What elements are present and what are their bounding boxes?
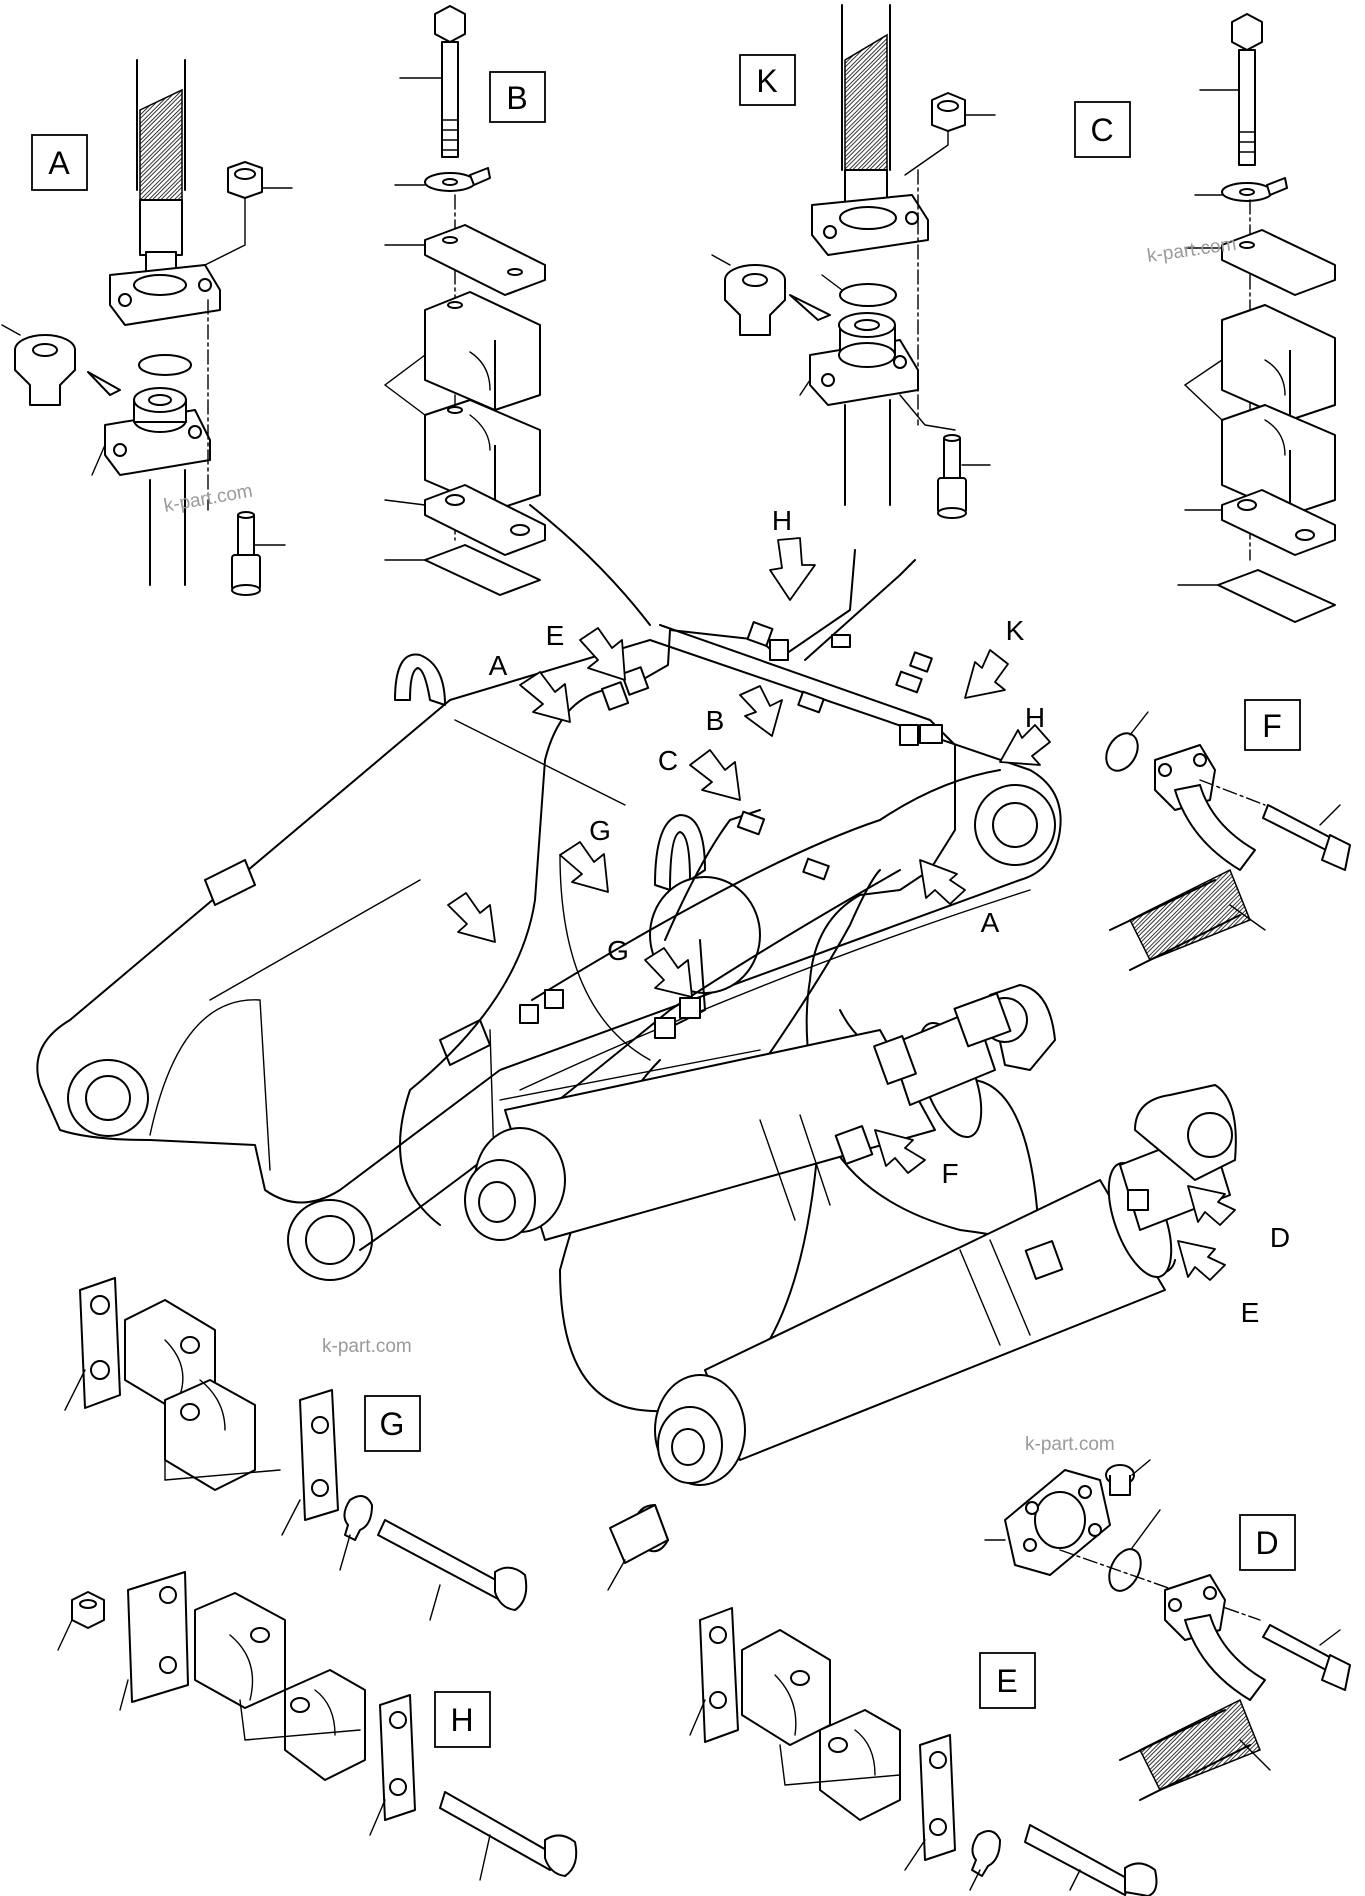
detail-label-a-box [31, 134, 88, 191]
detail-a-group: A [1, 59, 293, 596]
detail-c-bolt [1199, 13, 1263, 166]
detail-k-flange-upper [811, 194, 929, 256]
callout-e-right: E [1241, 1297, 1260, 1328]
boom-center-hole [649, 876, 761, 994]
boom-lug-left [394, 653, 446, 706]
detail-d-bolt [1262, 1624, 1351, 1691]
detail-f-oring [1105, 711, 1149, 772]
detail-c-lock-washer [1194, 177, 1288, 202]
detail-b-plate-bottom [384, 484, 546, 556]
detail-label-f-box [1244, 699, 1301, 751]
detail-a-nut [204, 161, 293, 266]
detail-b-clamp-upper [424, 291, 541, 411]
detail-d-flange [984, 1469, 1111, 1576]
detail-c-clamp-lower [1221, 404, 1336, 516]
detail-e-group: E [607, 1504, 1158, 1896]
cylinder-lower [654, 1084, 1237, 1486]
detail-b-group: B [384, 5, 546, 596]
detail-k-hose [841, 4, 891, 231]
boom-assembly [36, 639, 1062, 1281]
callout-arrows [447, 537, 1236, 1281]
detail-f-group: F [1105, 699, 1351, 971]
detail-a-bolt [231, 511, 286, 596]
detail-d-elbow [1119, 1574, 1271, 1801]
detail-a-hose [136, 59, 186, 283]
callout-a-top: A [489, 650, 508, 681]
detail-label-a: A [48, 145, 70, 181]
detail-a-plug [1, 324, 121, 406]
callout-h-right: H [1025, 702, 1045, 733]
watermark-4: k-part.com [1025, 1434, 1115, 1455]
detail-c-shim [1177, 569, 1336, 623]
detail-c-clamp-upper [1221, 304, 1336, 421]
callout-f-mid: F [941, 1158, 958, 1189]
cylinder-upper [464, 984, 1056, 1241]
detail-label-c-box [1074, 101, 1131, 158]
detail-d-plug [1105, 1459, 1151, 1496]
detail-label-b: B [506, 80, 527, 116]
detail-label-k: K [756, 63, 777, 99]
callout-e-top: E [546, 620, 565, 651]
detail-k-group: K [711, 4, 996, 519]
detail-k-flange-lower [799, 312, 919, 406]
detail-k-bolt [937, 434, 991, 519]
detail-label-d-box [1239, 1514, 1296, 1571]
detail-a-oring [138, 354, 192, 376]
detail-label-h-box [434, 1691, 491, 1748]
boom-lug-mid [654, 814, 706, 891]
detail-a-flange-lower [91, 387, 211, 476]
detail-k-oring [821, 274, 897, 307]
detail-label-h: H [450, 1702, 473, 1738]
callout-a-right: A [981, 907, 1000, 938]
detail-k-plug [711, 254, 831, 336]
callout-c-mid: C [658, 745, 678, 776]
detail-label-k-box [739, 54, 796, 106]
detail-b-shim [384, 544, 541, 596]
detail-h-group: H [57, 1571, 578, 1881]
callout-b-mid: B [706, 705, 725, 736]
detail-d-group: D [984, 1459, 1351, 1801]
detail-label-b-box [489, 71, 546, 123]
callout-h-top: H [772, 505, 792, 536]
detail-c-plate-top [1184, 229, 1336, 296]
detail-c-group: C [1074, 13, 1336, 623]
callout-d-right: D [1270, 1222, 1290, 1253]
detail-c-plate-bottom [1184, 489, 1336, 556]
detail-b-plate-top [384, 224, 546, 296]
detail-f-bolt [1262, 804, 1351, 871]
detail-label-e-box [979, 1652, 1036, 1709]
detail-label-f: F [1262, 708, 1282, 744]
detail-g-group: G [64, 1277, 528, 1621]
boom-body [36, 639, 1062, 1204]
detail-b-lock-washer [394, 167, 491, 192]
callout-g-lower: G [607, 935, 629, 966]
detail-a-flange-upper [109, 264, 221, 326]
detail-label-d: D [1255, 1525, 1278, 1561]
boom-clamps [519, 621, 943, 1039]
callout-k-top: K [1006, 615, 1025, 646]
detail-f-elbow [1109, 744, 1266, 971]
detail-d-oring [1108, 1509, 1161, 1592]
watermark-3: k-part.com [322, 1336, 412, 1357]
detail-label-c: C [1090, 112, 1113, 148]
callout-g-upper: G [589, 815, 611, 846]
detail-label-g-box [364, 1395, 421, 1452]
callout-labels: H E A K B H C G A G F D E [489, 505, 1290, 1328]
detail-k-nut [904, 92, 996, 176]
detail-label-g: G [380, 1406, 405, 1442]
detail-label-e: E [996, 1663, 1017, 1699]
detail-b-clamp-lower [424, 399, 541, 511]
detail-b-bolt [399, 5, 466, 158]
